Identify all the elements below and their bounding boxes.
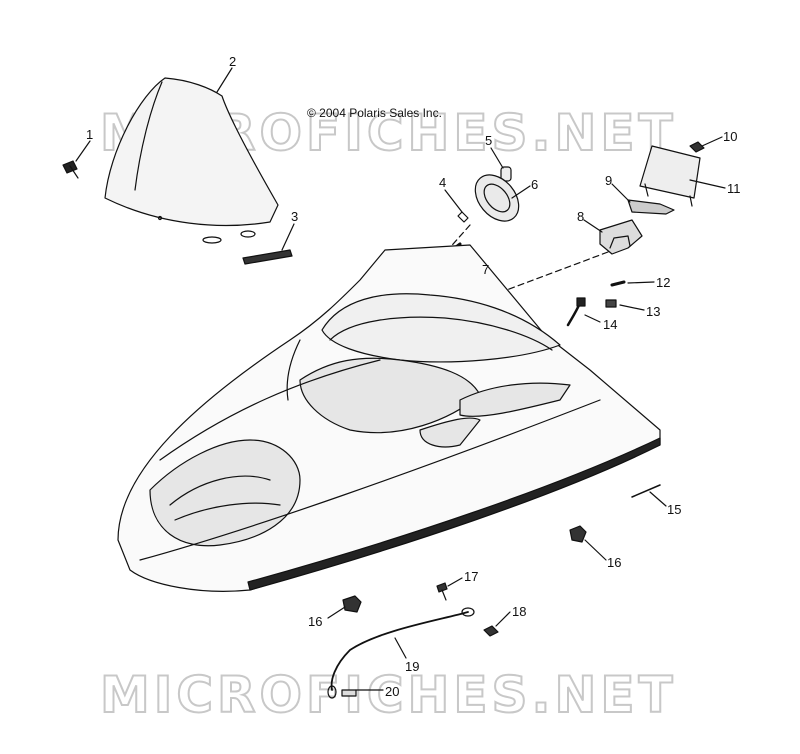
tether-cable-part xyxy=(327,607,475,699)
trim-strip-part xyxy=(242,249,293,265)
bolt-part xyxy=(436,582,448,601)
callout-2: 2 xyxy=(229,54,236,69)
callout-13: 13 xyxy=(646,304,660,319)
reflector-part xyxy=(474,174,520,222)
watermark-bottom: MICROFICHES.NET xyxy=(100,666,677,724)
callout-12: 12 xyxy=(656,275,670,290)
callout-16b: 16 xyxy=(308,614,322,629)
nut-part-lower xyxy=(483,625,499,637)
hood-part xyxy=(117,244,661,592)
callout-20: 20 xyxy=(385,684,399,699)
callout-5: 5 xyxy=(485,133,492,148)
latch-part-right xyxy=(569,525,587,543)
callout-4: 4 xyxy=(439,175,446,190)
callout-3: 3 xyxy=(291,209,298,224)
callout-15: 15 xyxy=(667,502,681,517)
latch-part-left xyxy=(342,595,362,613)
callout-11: 11 xyxy=(727,181,741,196)
clevis-pin-part xyxy=(341,689,357,697)
nut-part xyxy=(689,141,705,153)
cable-part xyxy=(566,297,586,327)
grommet-part xyxy=(605,299,617,308)
mount-bracket-part xyxy=(599,219,643,255)
windshield-part xyxy=(104,77,279,244)
pin-part xyxy=(631,484,661,498)
callout-14: 14 xyxy=(603,317,617,332)
copyright-text: © 2004 Polaris Sales Inc. xyxy=(307,106,442,120)
callout-8: 8 xyxy=(577,209,584,224)
gauge-lens-part xyxy=(627,199,675,215)
callout-18: 18 xyxy=(512,604,526,619)
clip-part xyxy=(457,211,469,223)
callout-16a: 16 xyxy=(607,555,621,570)
callout-7: 7 xyxy=(482,262,489,277)
callout-9: 9 xyxy=(605,173,612,188)
screw-part xyxy=(610,280,626,287)
callout-10: 10 xyxy=(723,129,737,144)
callout-17: 17 xyxy=(464,569,478,584)
callout-1: 1 xyxy=(86,127,93,142)
gauge-housing-part xyxy=(639,145,701,207)
callout-6: 6 xyxy=(531,177,538,192)
push-rivet-part xyxy=(62,160,79,179)
callout-19: 19 xyxy=(405,659,419,674)
